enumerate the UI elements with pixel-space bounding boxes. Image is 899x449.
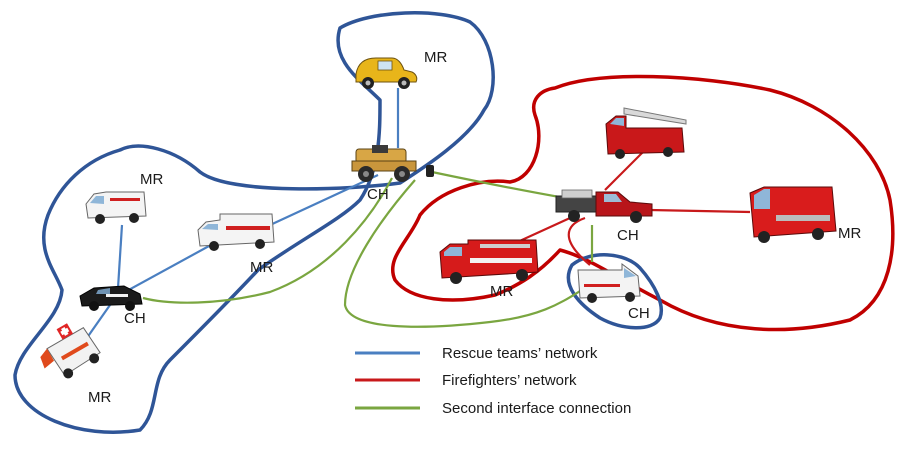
taxi-label: MR [424,49,447,66]
yellow-vintage-car-icon [355,57,418,89]
rescue-link-bulldozer-ambulance-mid [254,174,379,233]
rescue-link-ambulance-top-police [116,224,124,289]
fire-truck-right-label: MR [838,225,861,242]
ambulance-mid-label: MR [250,259,273,276]
ambulance-icon [577,263,641,303]
fire-link-pickup-truck-right [649,208,751,214]
fire-link-ladder-pickup [604,149,646,191]
ambulance-icon [85,191,147,224]
fire-link-pickup-ambulance-small [567,216,591,266]
ladder-fire-truck-icon [605,107,687,159]
bulldozer-label: CH [367,186,389,203]
ambulance-bottom-label: MR [88,389,111,406]
rescue-link-ambulance-mid-police [124,239,221,293]
network-links [69,88,751,363]
legend-label-rescue: Rescue teams’ network [442,345,598,362]
small-rescue-boundary [566,253,663,330]
rescue-network-boundary [13,11,495,434]
police-car-icon [79,285,143,311]
second-interface-bulldozer-ambulance-small [343,179,586,328]
ambulance-icon [197,213,275,251]
legend: Rescue teams’ network Firefighters’ netw… [355,345,631,417]
bulldozer-icon [351,145,434,182]
fire-truck-icon [749,186,837,243]
fire-engine-label: MR [490,283,513,300]
fire-pickup-label: CH [617,227,639,244]
police-car-label: CH [124,310,146,327]
second-interface-bulldozer-police [142,177,393,304]
ambulance-small-label: CH [628,305,650,322]
legend-label-firefighters: Firefighters’ network [442,372,577,389]
fire-engine-icon [439,239,539,284]
legend-label-second-interface: Second interface connection [442,400,631,417]
second-interface-bulldozer-pickup [431,170,566,200]
fire-pickup-truck-icon [555,189,653,223]
ambulance-top-label: MR [140,171,163,188]
ambulance-icon [40,323,101,379]
